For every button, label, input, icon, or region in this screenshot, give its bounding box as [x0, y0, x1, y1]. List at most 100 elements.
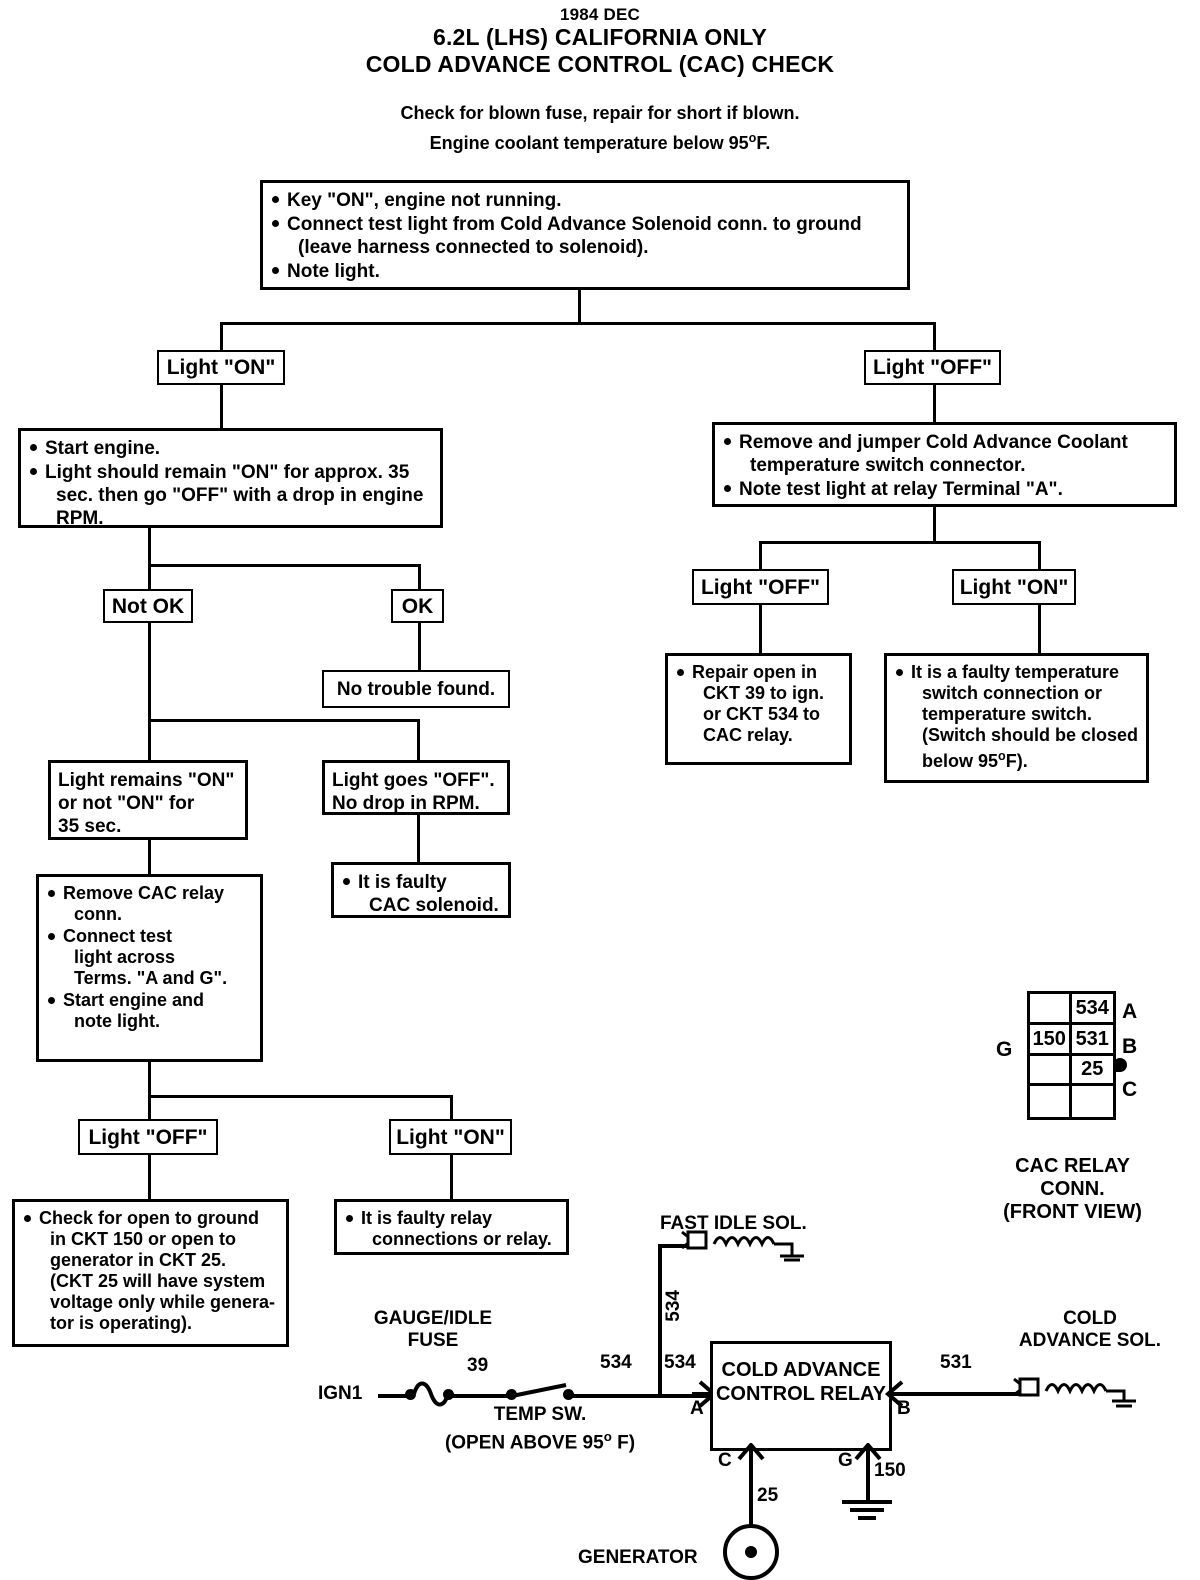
jumper-bullet-2: Note test light at relay Terminal "A".: [722, 478, 1167, 501]
header-date: 1984 DEC: [559, 5, 641, 24]
faulty-temp-l4: (Switch should be closed: [922, 725, 1139, 745]
temp-switch-node-left: [506, 1389, 517, 1400]
start-instruction-box: Key "ON", engine not running. Connect te…: [260, 180, 910, 290]
note-coolant-temp-text: Engine coolant temperature below 95: [429, 133, 749, 153]
start-engine-box: Start engine. Light should remain "ON" f…: [18, 428, 443, 530]
gauge-idle-line-2: FUSE: [407, 1330, 459, 1351]
repair-open-l1: Repair open in: [692, 662, 818, 682]
conn-cell-r3c1: [1030, 1055, 1072, 1087]
wire-534-vertical: [658, 1244, 662, 1396]
faulty-solenoid-line-1: It is faulty: [358, 872, 447, 893]
faulty-solenoid-line-2: CAC solenoid.: [369, 895, 499, 916]
temp-switch-label: TEMP SW. (OPEN ABOVE 95o F): [420, 1404, 660, 1454]
degree-symbol-icon: o: [603, 1429, 612, 1444]
connector-light-off-bottom-down: [148, 1155, 151, 1200]
fuse-node-left: [405, 1389, 416, 1400]
conn-tag-b: B: [1122, 1035, 1138, 1058]
connector-not-ok-down: [148, 623, 151, 760]
start-engine-list: Start engine. Light should remain "ON" f…: [28, 437, 433, 530]
label-light-off-top: Light "OFF": [864, 350, 1001, 385]
wire-b-to-cold-advance: [905, 1392, 1020, 1396]
connector-caption-line-3: (FRONT VIEW): [1003, 1201, 1142, 1223]
start-instruction-list: Key "ON", engine not running. Connect te…: [270, 189, 900, 283]
wire-fuse-to-tempsw: [449, 1394, 511, 1398]
generator-label: GENERATOR: [578, 1547, 698, 1568]
header-notes: Check for blown fuse, repair for short i…: [0, 101, 1200, 156]
light-remains-on-box: Light remains "ON" or not "ON" for 35 se…: [48, 760, 248, 840]
light-remains-line-2: or not "ON" for: [58, 793, 195, 814]
connector-to-right-light-on: [1038, 541, 1041, 570]
ign1-label: IGN1: [318, 1383, 363, 1404]
faulty-temp-l5: below 95oF).: [911, 746, 1139, 772]
fast-idle-solenoid-icon: [681, 1230, 804, 1262]
conn-tag-c: C: [1122, 1078, 1138, 1101]
faulty-temp-l5-b: F).: [1005, 751, 1028, 771]
no-trouble-found-box: No trouble found.: [322, 670, 510, 708]
ckt-150-label: 150: [874, 1460, 906, 1481]
connector-right-split: [759, 541, 1041, 544]
conn-cell-r2c1: 150: [1030, 1024, 1072, 1056]
generator-icon: [723, 1524, 779, 1580]
wire-g-to-ground: [866, 1452, 870, 1504]
ckt-25-label: 25: [757, 1485, 779, 1506]
label-light-on-bottom: Light "ON": [389, 1119, 512, 1155]
degree-symbol-icon: o: [998, 749, 1006, 763]
start-engine-b2-l3: RPM.: [56, 508, 104, 529]
connector-to-bottom-light-on: [450, 1095, 453, 1120]
cold-advance-sol-label: COLD ADVANCE SOL.: [990, 1308, 1190, 1352]
gauge-idle-fuse-label: GAUGE/IDLE FUSE: [338, 1308, 528, 1352]
wire-534-to-fast-idle: [658, 1244, 688, 1248]
check-open-l3: generator in CKT 25.: [50, 1250, 227, 1270]
connector-to-light-off: [933, 322, 936, 351]
connector-bottom-split: [148, 1095, 453, 1098]
label-ok: OK: [391, 589, 444, 623]
relay-label-line-1: COLD ADVANCE: [721, 1359, 881, 1381]
conn-tag-g: G: [996, 1038, 1013, 1061]
ckt-39-label: 39: [467, 1355, 489, 1376]
check-open-l4: (CKT 25 will have system: [50, 1271, 266, 1291]
remove-relay-b2-l1: Connect test: [63, 926, 173, 946]
connector-ok-down: [418, 623, 421, 671]
start-engine-b2-l1: Light should remain "ON" for approx. 35: [45, 462, 410, 483]
connector-caption-line-2: CONN.: [1040, 1178, 1105, 1200]
connector-caption-line-1: CAC RELAY: [1015, 1155, 1130, 1177]
note-coolant-temp: Engine coolant temperature below 95oF.: [0, 126, 1200, 156]
repair-open-l4: CAC relay.: [703, 725, 793, 745]
terminal-b-arrow-icon: [884, 1380, 908, 1408]
conn-cell-r4c1: [1030, 1086, 1072, 1117]
start-bullet-2-line2: (leave harness connected to solenoid).: [298, 237, 649, 258]
connector-notch-icon: [1113, 1058, 1127, 1072]
header-line-2: COLD ADVANCE CONTROL (CAC) CHECK: [365, 51, 835, 77]
connector-jumper-down: [933, 507, 936, 543]
repair-open-l3: or CKT 534 to: [703, 704, 821, 724]
relay-terminal-c-label: C: [718, 1450, 732, 1471]
jumper-b1-l1: Remove and jumper Cold Advance Coolant: [739, 432, 1128, 453]
faulty-relay-l2: connections or relay.: [372, 1229, 552, 1249]
connector-start-down: [578, 290, 581, 324]
light-remains-line-3: 35 sec.: [58, 816, 122, 837]
connector-light-on-bottom-down: [450, 1155, 453, 1200]
light-goes-off-line-2: No drop in RPM.: [332, 793, 480, 814]
relay-terminal-g-label: G: [838, 1450, 853, 1471]
faulty-relay-l1: It is faulty relay: [361, 1208, 493, 1228]
note-coolant-temp-unit: F.: [756, 133, 771, 153]
light-goes-off-box: Light goes "OFF". No drop in RPM.: [322, 760, 510, 815]
remove-relay-b3-l2: note light.: [74, 1011, 160, 1031]
faulty-temp-l5-a: below 95: [922, 751, 999, 771]
connector-remove-relay-down: [148, 1062, 151, 1120]
ckt-531-label: 531: [940, 1352, 972, 1373]
faulty-temp-l3: temperature switch.: [922, 704, 1093, 724]
conn-cell-r4c2: [1072, 1086, 1114, 1117]
